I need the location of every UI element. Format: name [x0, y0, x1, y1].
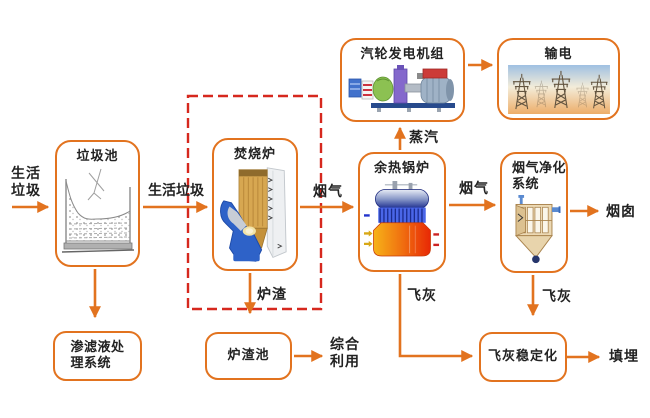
node-flue-gas-cleaning: 烟气净化 系统 — [500, 152, 568, 273]
label-flue-gas-2: 烟气 — [459, 181, 489, 197]
power-transmission-illustration — [507, 65, 610, 114]
node-turbine-generator: 汽轮发电机组 — [340, 38, 465, 122]
label-steam: 蒸汽 — [409, 130, 439, 146]
label-comprehensive-use: 综合 利用 — [330, 337, 360, 370]
flue-gas-cleaning-label: 烟气净化 系统 — [512, 161, 567, 192]
power-transmission-label: 输电 — [544, 47, 573, 62]
node-incinerator: 焚烧炉 — [212, 138, 298, 271]
waste-heat-boiler-illustration — [364, 181, 440, 257]
incinerator-label: 焚烧炉 — [233, 147, 276, 162]
node-leachate-treatment: 渗滤液处 理系统 — [53, 331, 142, 381]
baghouse-filter-illustration — [514, 195, 561, 264]
incinerator-illustration — [220, 167, 287, 262]
node-waste-heat-boiler: 余热锅炉 — [358, 152, 446, 272]
label-slag: 炉渣 — [257, 287, 287, 303]
edge-boiler-flyash-to-stabilization — [398, 274, 474, 362]
node-waste-pit: 垃圾池 — [55, 140, 140, 267]
label-flue-gas-1: 烟气 — [313, 184, 343, 200]
label-household-waste-input: 生活 垃圾 — [11, 166, 41, 199]
node-power-transmission: 输电 — [497, 38, 620, 120]
fly-ash-stabilization-label: 飞灰稳定化 — [487, 349, 558, 364]
leachate-treatment-label: 渗滤液处 理系统 — [70, 340, 125, 371]
label-landfill: 填埋 — [609, 349, 639, 365]
label-fly-ash-from-cleaning: 飞灰 — [542, 289, 572, 305]
node-slag-pit: 炉渣池 — [205, 332, 292, 380]
node-fly-ash-stabilization: 飞灰稳定化 — [479, 332, 567, 382]
waste-heat-boiler-label: 余热锅炉 — [373, 161, 430, 176]
waste-pit-illustration — [61, 168, 134, 253]
waste-pit-label: 垃圾池 — [76, 149, 119, 164]
turbine-generator-illustration — [348, 65, 455, 112]
label-household-waste-feed: 生活垃圾 — [148, 183, 204, 199]
slag-pit-label: 炉渣池 — [227, 348, 270, 363]
label-chimney: 烟囱 — [606, 204, 636, 220]
label-fly-ash-from-boiler: 飞灰 — [407, 288, 437, 304]
turbine-generator-label: 汽轮发电机组 — [360, 47, 445, 62]
